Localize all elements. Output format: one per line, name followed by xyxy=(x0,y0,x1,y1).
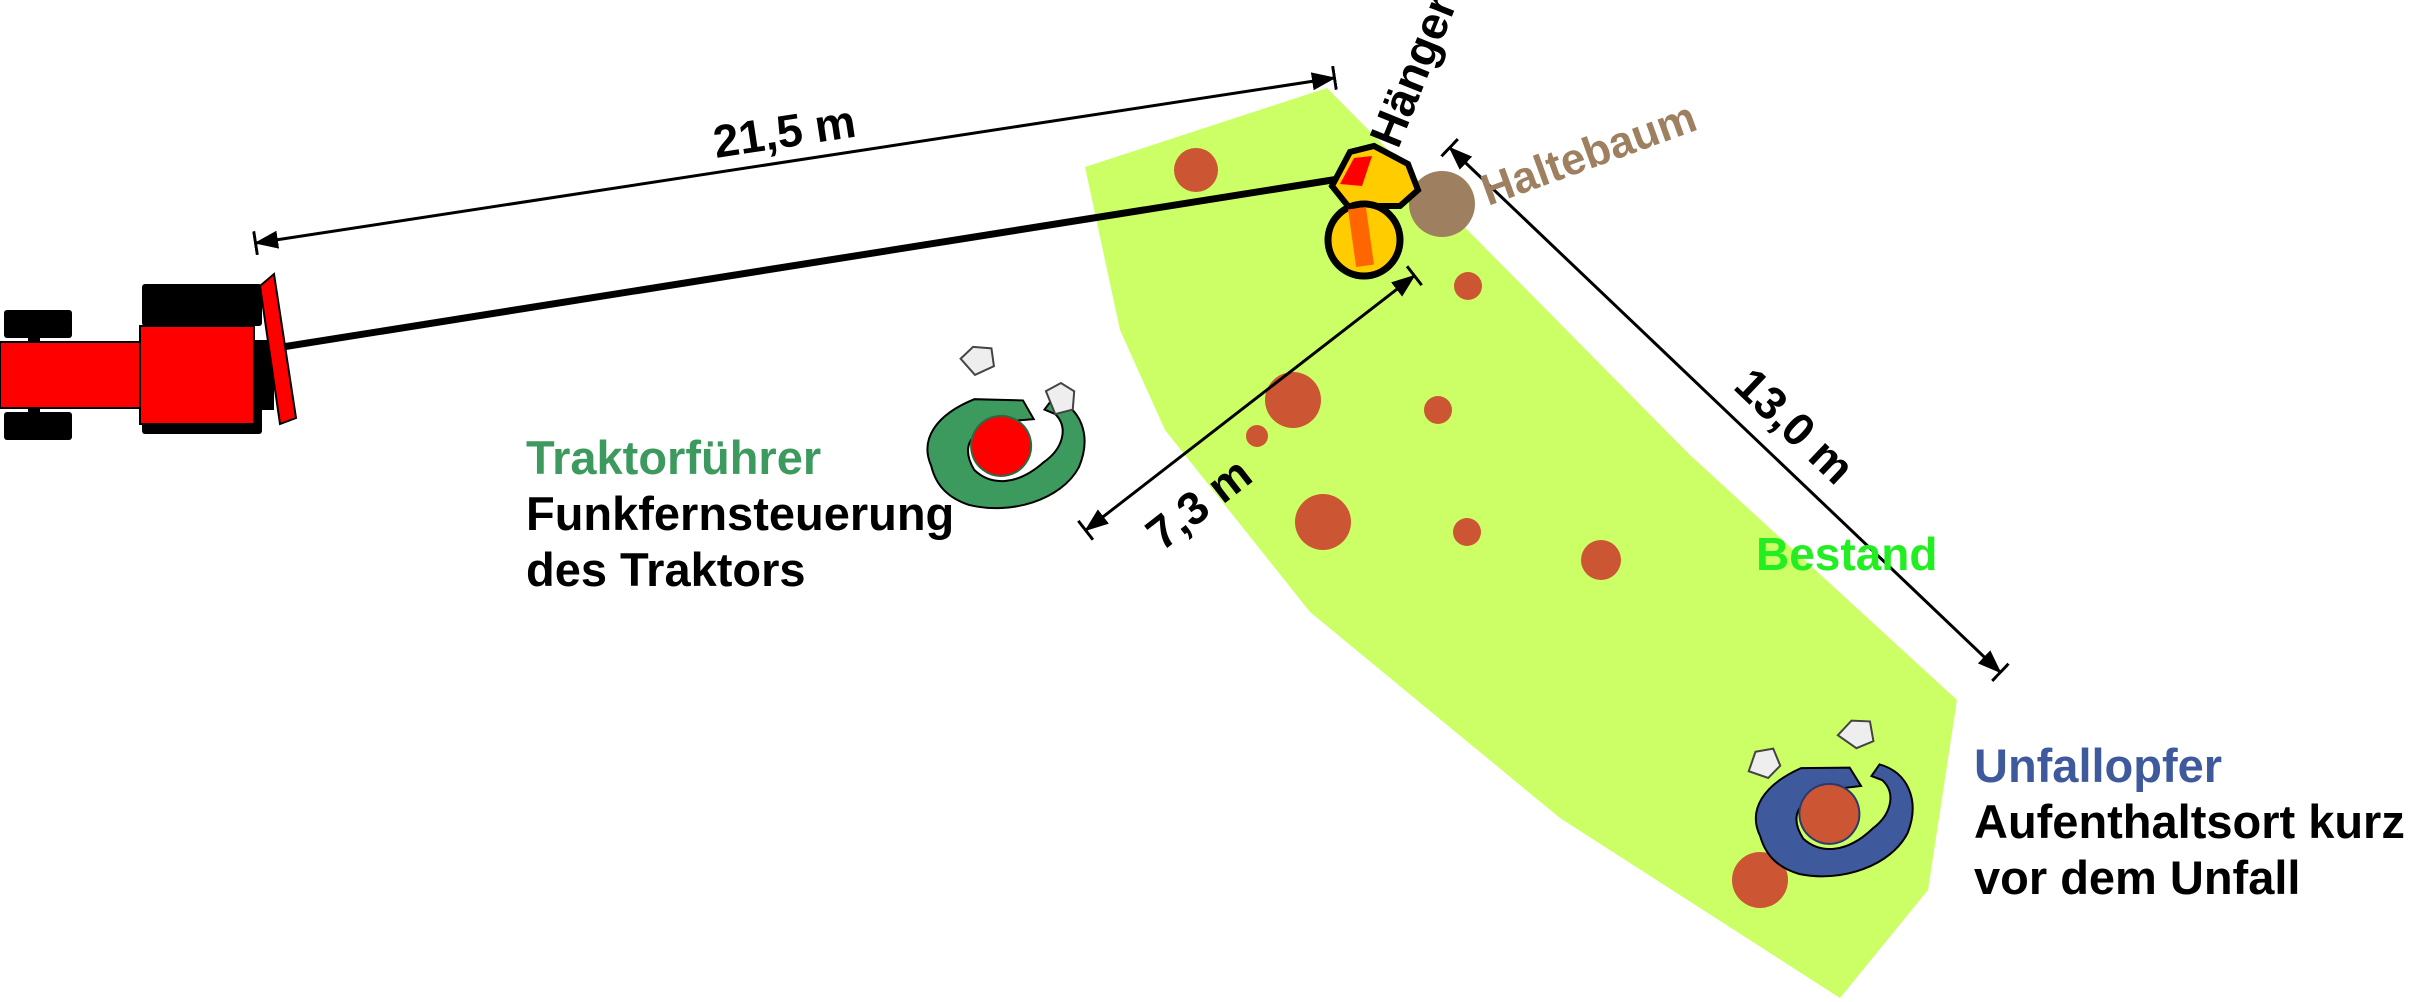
victim-person-icon xyxy=(1747,719,1924,889)
label-holding-tree: Haltebaum xyxy=(1475,92,1703,215)
driver-label-block: Traktorführer Funkfernsteuerung des Trak… xyxy=(526,430,954,598)
victim-role-label: Unfallopfer xyxy=(1974,739,2223,792)
driver-desc-line1: Funkfernsteuerung xyxy=(526,487,955,540)
victim-desc-line1: Aufenthaltsort kurz xyxy=(1974,795,2405,848)
label-stand: Bestand xyxy=(1756,528,1937,580)
tractor-icon xyxy=(0,272,298,440)
trailer-icon xyxy=(1324,142,1422,280)
holding-tree xyxy=(1409,171,1475,237)
victim-desc-line2: vor dem Unfall xyxy=(1974,851,2301,904)
victim-label-block: Unfallopfer Aufenthaltsort kurz vor dem … xyxy=(1974,738,2405,906)
driver-desc-line2: des Traktors xyxy=(526,543,806,596)
dimension-line-21-5 xyxy=(252,65,1338,256)
driver-role-label: Traktorführer xyxy=(526,431,822,484)
label-distance-13-0: 13,0 m xyxy=(1725,358,1865,494)
dimension-line-7-3 xyxy=(1077,265,1423,541)
dimension-line-13-0 xyxy=(1440,137,2010,683)
driver-person-icon xyxy=(920,345,1094,519)
label-distance-21-5: 21,5 m xyxy=(710,95,859,168)
label-trailer: Hänger xyxy=(1359,0,1467,154)
